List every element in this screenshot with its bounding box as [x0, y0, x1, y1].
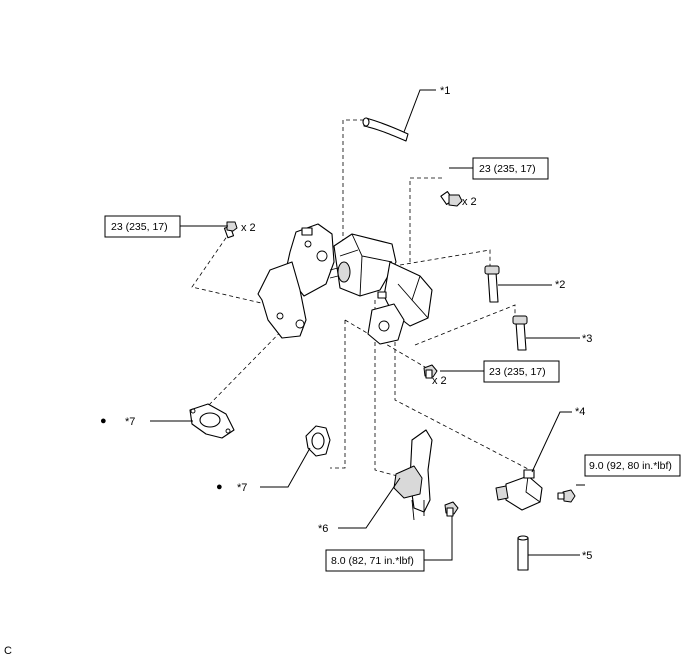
bolt-top — [440, 191, 463, 207]
bracket-6 — [393, 429, 433, 521]
callout-4: *4 — [575, 406, 585, 418]
torque-spec-sensor-text: 9.0 (92, 80 in.*lbf) — [589, 460, 672, 472]
torque-spec-top: 23 (235, 17) — [472, 157, 549, 180]
egr-valve-assembly — [257, 223, 433, 345]
bolt-left — [223, 221, 238, 239]
gasket-left — [189, 403, 235, 439]
torque-spec-sensor: 9.0 (92, 80 in.*lbf) — [584, 454, 681, 477]
bolt-sensor — [557, 489, 576, 503]
hose-5 — [517, 535, 529, 571]
hose-3 — [512, 315, 528, 351]
callout-7-right: *7 — [237, 482, 247, 494]
hose-2 — [484, 265, 500, 303]
quantity-left: x 2 — [241, 222, 256, 234]
bullet-marker-right: ● — [216, 481, 223, 493]
bullet-marker-left: ● — [100, 415, 107, 427]
bolt-bracket — [444, 501, 459, 517]
torque-spec-top-text: 23 (235, 17) — [479, 163, 536, 175]
callout-3: *3 — [582, 333, 592, 345]
callout-2: *2 — [555, 279, 565, 291]
torque-spec-bracket: 8.0 (82, 71 in.*lbf) — [325, 549, 425, 572]
callout-6: *6 — [318, 523, 328, 535]
quantity-top: x 2 — [462, 196, 477, 208]
sensor-4 — [495, 469, 543, 511]
assembly-dashed-lines — [191, 119, 531, 479]
leader-lines — [150, 89, 585, 561]
corner-label: C — [4, 645, 12, 657]
hose-1 — [362, 117, 409, 142]
callout-5: *5 — [582, 550, 592, 562]
quantity-mid: x 2 — [432, 375, 447, 387]
callout-7-left: *7 — [125, 416, 135, 428]
callout-1: *1 — [440, 85, 450, 97]
torque-spec-bracket-text: 8.0 (82, 71 in.*lbf) — [331, 555, 414, 567]
torque-spec-left: 23 (235, 17) — [104, 215, 181, 238]
gasket-right — [305, 425, 331, 457]
bolt-mid — [423, 364, 438, 379]
torque-spec-left-text: 23 (235, 17) — [111, 221, 168, 233]
torque-spec-mid-text: 23 (235, 17) — [489, 366, 546, 378]
torque-spec-mid: 23 (235, 17) — [483, 360, 560, 383]
